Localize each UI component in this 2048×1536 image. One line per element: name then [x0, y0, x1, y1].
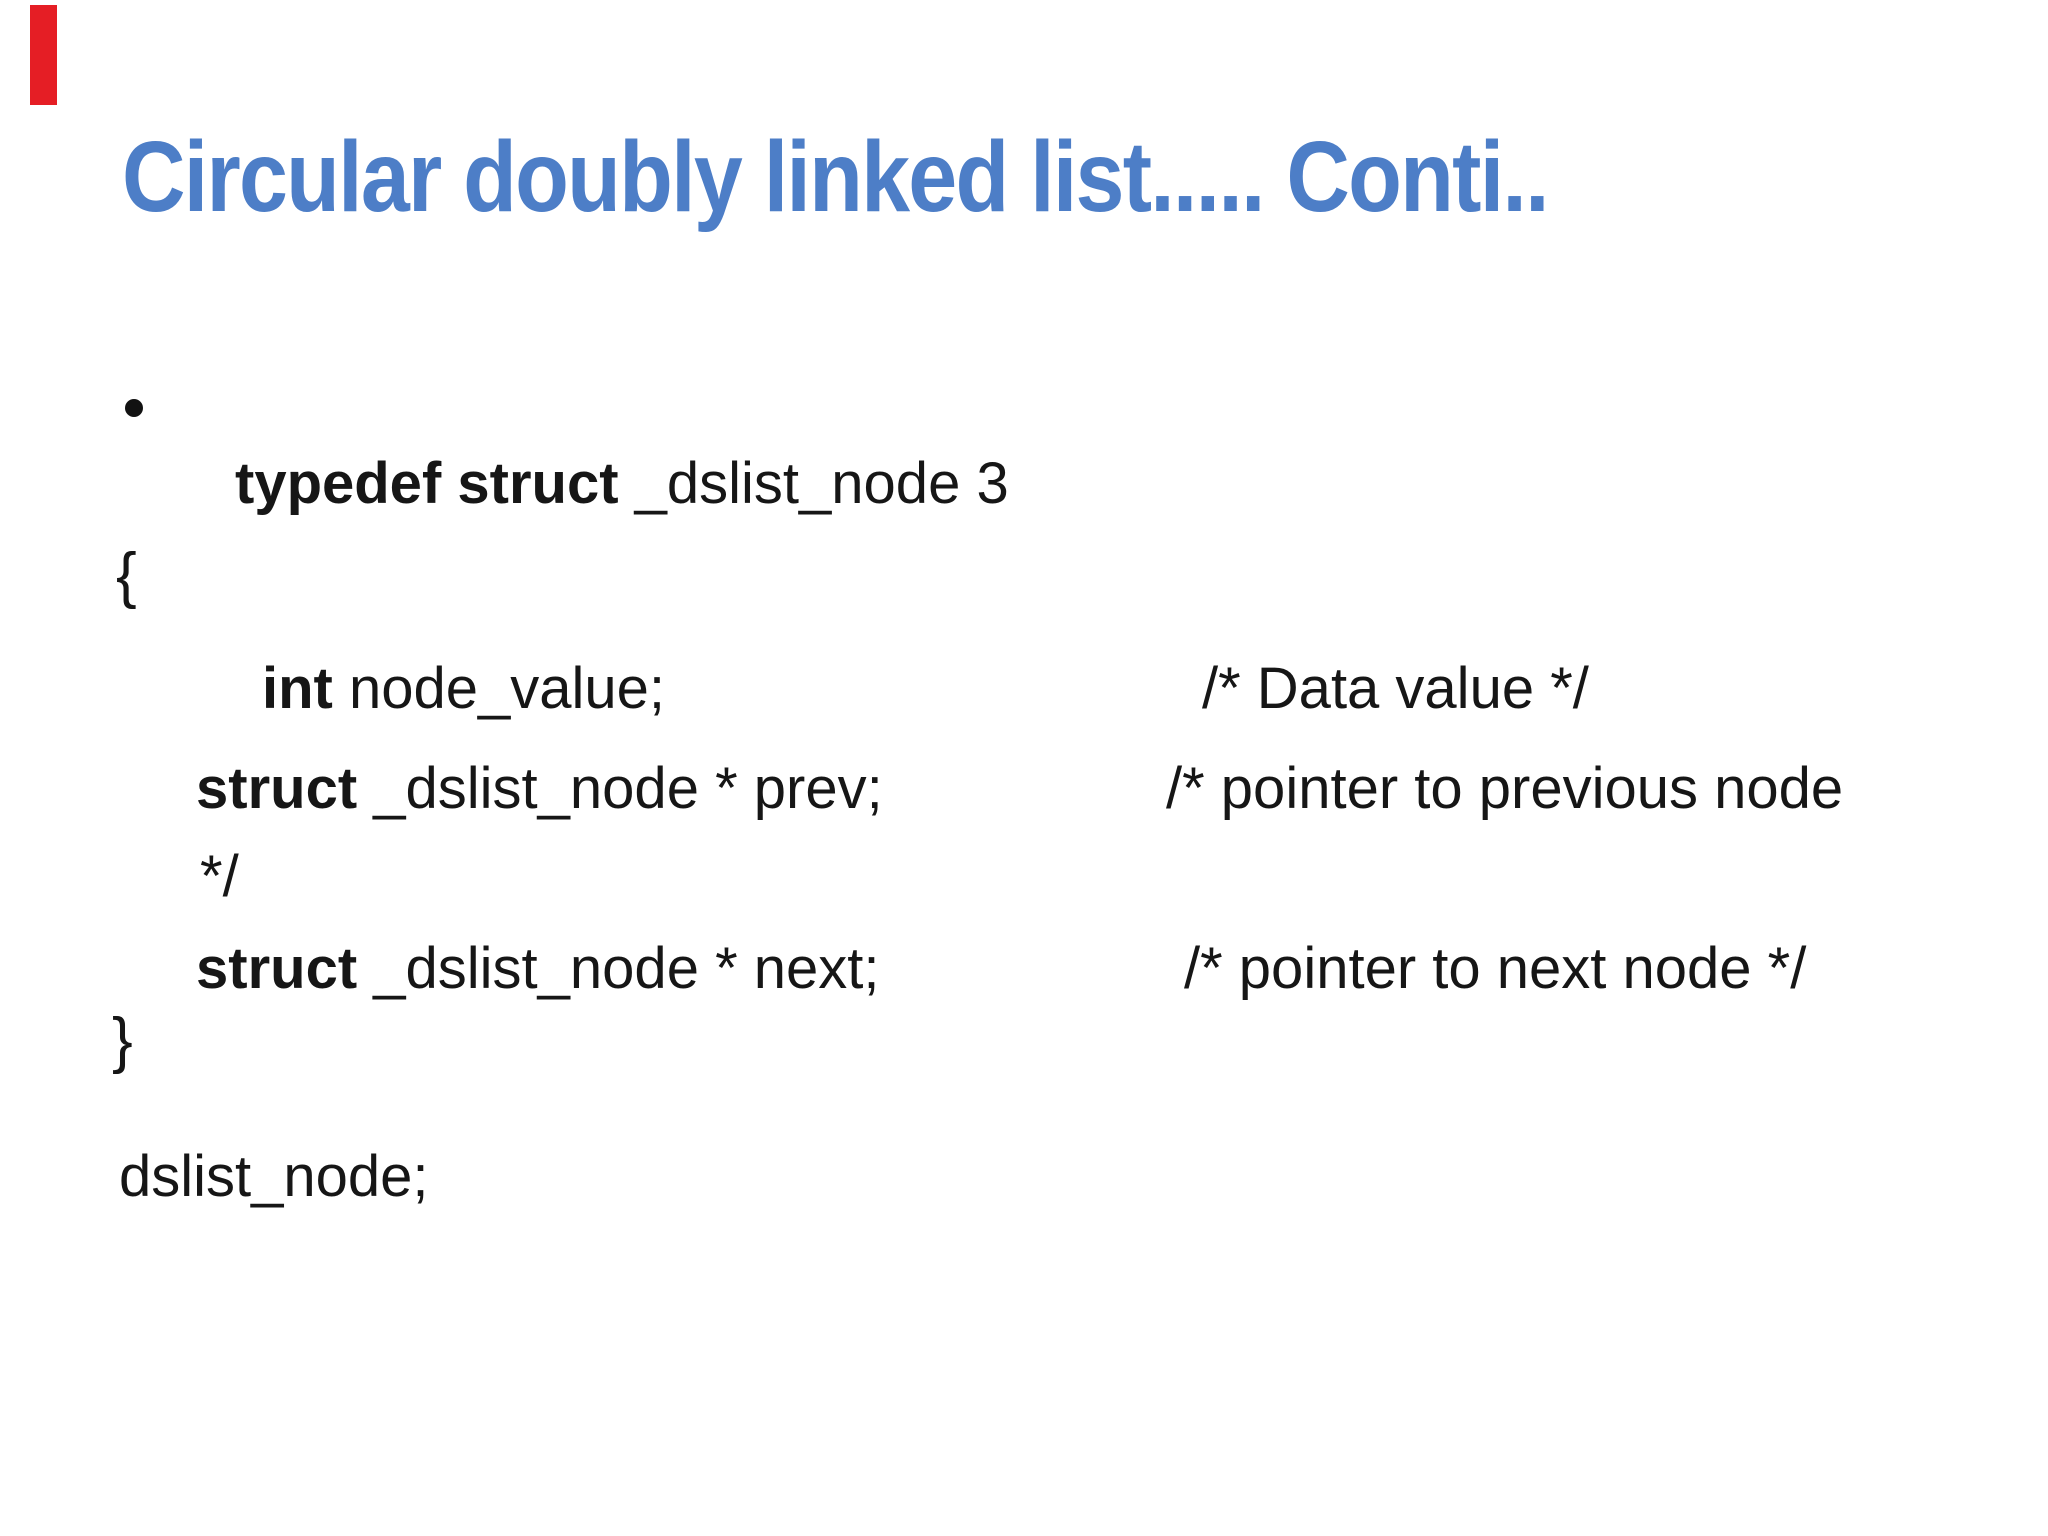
keyword-typedef-struct: typedef struct: [235, 451, 635, 516]
keyword-int: int: [262, 656, 349, 721]
keyword-struct-next: struct: [196, 936, 374, 1001]
keyword-struct-prev: struct: [196, 756, 374, 821]
comment-next-node: /* pointer to next node */: [1184, 936, 1807, 1001]
int-declaration: node_value;: [348, 656, 666, 721]
comment-prev-node-wrap: */: [200, 844, 239, 909]
code-line-typedef: typedef struct _dslist_node 3: [235, 455, 1009, 513]
prev-declaration: _dslist_node * prev;: [373, 756, 883, 821]
next-declaration: _dslist_node * next;: [373, 936, 880, 1001]
code-line-open-brace: {: [116, 541, 137, 610]
code-line-typedef-name: dslist_node;: [119, 1144, 429, 1209]
comment-data-value: /* Data value */: [1202, 656, 1589, 721]
code-line-prev: struct _dslist_node * prev;: [196, 760, 883, 818]
code-line-next: struct _dslist_node * next;: [196, 940, 880, 998]
code-line-int: int node_value;: [262, 660, 665, 718]
comment-prev-node: /* pointer to previous node: [1166, 756, 1844, 821]
red-marker-bar: [30, 5, 57, 105]
typedef-declaration: _dslist_node 3: [634, 451, 1009, 516]
bullet-dot-icon: [125, 399, 143, 417]
page-title: Circular doubly linked list..... Conti..: [122, 121, 1550, 233]
code-line-close-brace: }: [112, 1006, 133, 1075]
